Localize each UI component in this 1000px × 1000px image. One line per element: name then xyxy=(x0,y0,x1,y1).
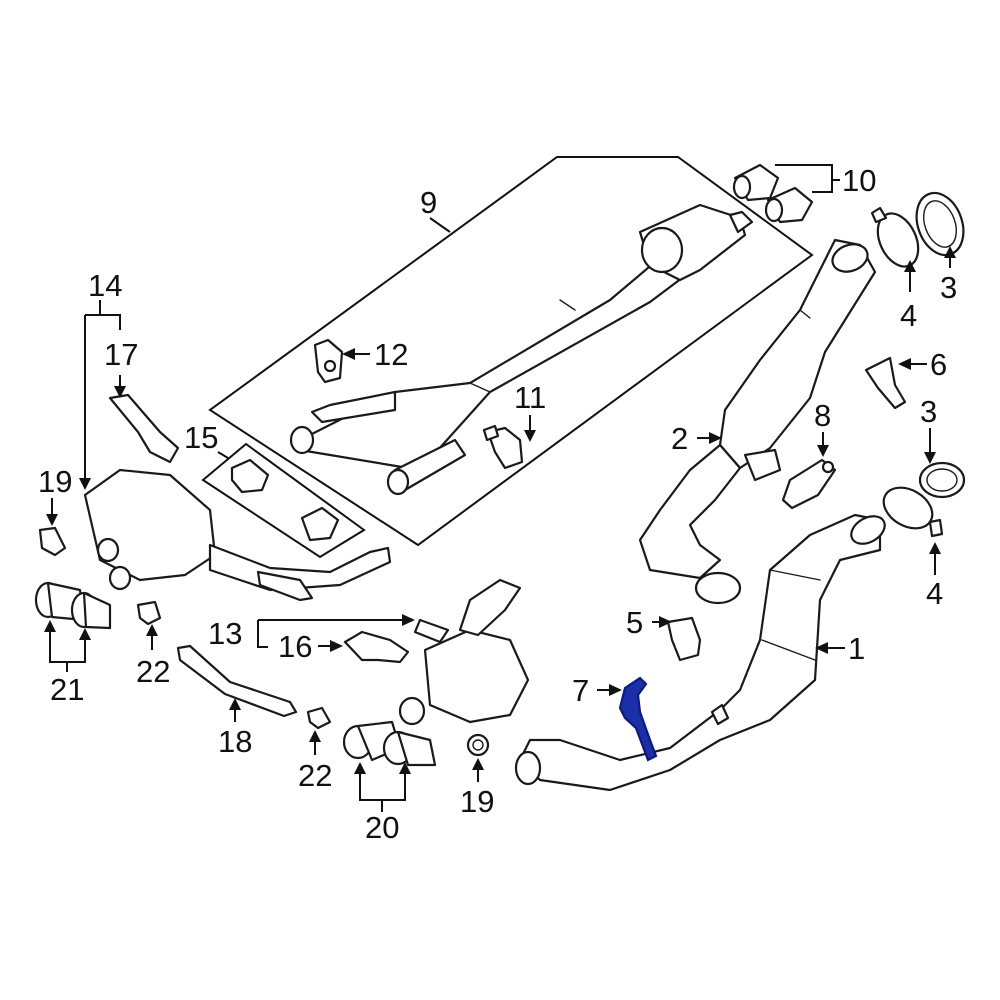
rear-muffler-left xyxy=(83,468,392,602)
hanger-16 xyxy=(343,630,410,664)
bracket-7-highlighted xyxy=(618,676,658,762)
callout-7: 7 xyxy=(572,673,589,708)
rear-muffler-right xyxy=(398,578,530,726)
mounting-strap-18 xyxy=(176,644,298,718)
callout-3-upper: 3 xyxy=(940,270,957,305)
callout-4-lower: 4 xyxy=(926,576,943,611)
callout-4-upper: 4 xyxy=(900,298,917,333)
sensor-19b xyxy=(466,733,490,757)
clamp-15b xyxy=(300,506,340,542)
callout-13: 13 xyxy=(208,616,242,651)
callout-15: 15 xyxy=(184,420,218,455)
callout-10: 10 xyxy=(842,163,876,198)
callout-16: 16 xyxy=(278,629,312,664)
callout-11: 11 xyxy=(514,380,546,415)
callout-12: 12 xyxy=(374,337,408,372)
gasket-3b xyxy=(918,461,966,499)
bracket-8 xyxy=(781,458,837,510)
v-band-clamp-4b xyxy=(882,486,944,538)
clamp-10a xyxy=(732,163,780,202)
center-pipe xyxy=(289,203,754,496)
callout-1: 1 xyxy=(848,631,865,666)
callout-8: 8 xyxy=(814,398,831,433)
bolt-22b xyxy=(306,706,332,730)
bolt-22a xyxy=(136,600,162,626)
callout-5: 5 xyxy=(626,605,643,640)
callout-20: 20 xyxy=(365,810,399,845)
exhaust-tip-20 xyxy=(342,720,437,767)
clamp-10b xyxy=(764,186,814,224)
callout-21: 21 xyxy=(50,672,84,707)
callout-19-left: 19 xyxy=(38,464,72,499)
catalytic-converter-1 xyxy=(514,513,886,792)
center-pipe-group-box xyxy=(208,156,814,547)
callout-19-right: 19 xyxy=(460,784,494,819)
hanger-17 xyxy=(108,393,180,464)
callout-9: 9 xyxy=(420,185,437,220)
bracket-6 xyxy=(864,356,907,410)
callout-3-lower: 3 xyxy=(920,394,937,429)
callout-18: 18 xyxy=(218,724,252,759)
hanger-11 xyxy=(482,424,524,470)
callout-2: 2 xyxy=(671,421,688,456)
hanger-12 xyxy=(313,338,344,384)
callout-14: 14 xyxy=(88,268,122,303)
callout-22-left: 22 xyxy=(136,654,170,689)
clamp-group-box xyxy=(201,442,366,559)
sensor-19a xyxy=(38,526,67,557)
exhaust-tip-21 xyxy=(34,581,112,630)
callout-17: 17 xyxy=(104,337,138,372)
clamp-15a xyxy=(230,458,270,494)
callout-6: 6 xyxy=(930,347,947,382)
catalytic-converter-2 xyxy=(638,238,877,605)
bracket-5 xyxy=(666,616,702,662)
callout-22-right: 22 xyxy=(298,758,332,793)
